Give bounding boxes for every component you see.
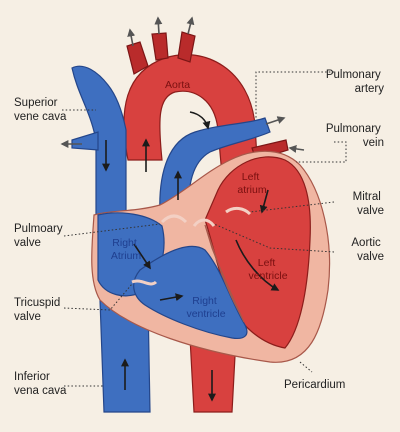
label-inferior-vena-cava: Inferior vena cava — [14, 371, 67, 397]
svc-left-branch — [71, 131, 99, 151]
leader-mitral — [249, 201, 335, 213]
leader-aortic — [213, 223, 335, 253]
out-arrow-branch-3 — [186, 16, 195, 35]
leader-tricuspid — [63, 283, 133, 311]
out-arrow-branch-1 — [127, 28, 136, 47]
label-superior-vena-cava: Superior vene cava — [14, 97, 67, 123]
label-right-ventricle: Right ventricle — [186, 295, 225, 320]
label-left-ventricle: Left ventricle — [248, 257, 287, 282]
aorta-branch-2 — [151, 32, 169, 61]
pulmonary-valve-shape — [160, 214, 188, 224]
label-left-atrium: Left atrium — [237, 171, 266, 196]
label-pulmonary-artery: Pulmonary artery — [326, 69, 384, 95]
label-aorta: Aorta — [165, 79, 190, 91]
label-mitral-valve: Mitral valve — [353, 191, 384, 217]
flow-arrow-rv — [159, 293, 184, 302]
leader-pulmonary-valve — [63, 223, 161, 237]
superior-vena-cava — [71, 65, 127, 221]
label-tricuspid-valve: Tricuspid valve — [14, 297, 63, 323]
label-pulmonary-valve: Pulmoary valve — [14, 223, 66, 249]
tricuspid-valve-shape — [131, 279, 158, 286]
out-arrow-pa — [265, 116, 286, 125]
aortic-valve-shape — [192, 218, 216, 227]
leader-pericardium — [299, 361, 313, 373]
label-aortic-valve: Aortic valve — [351, 237, 384, 263]
aorta-branch-1 — [126, 41, 149, 75]
aorta-branch-3 — [177, 31, 196, 63]
in-arrow-pv — [288, 144, 305, 153]
mitral-valve-shape — [225, 206, 252, 216]
leader-pulmonary-vein — [296, 141, 347, 163]
flow-arrow-ra — [133, 243, 151, 270]
septum — [204, 224, 245, 323]
flow-arrow-lv — [235, 239, 280, 291]
label-pericardium: Pericardium — [284, 379, 345, 391]
label-right-atrium: Right Atrium — [111, 237, 142, 262]
out-arrow-branch-2 — [154, 16, 163, 35]
flow-arrow-aorta — [189, 111, 211, 130]
right-ventricle — [133, 245, 248, 340]
leader-pulmonary-artery — [255, 71, 334, 118]
flow-arrow-la — [259, 189, 269, 214]
label-pulmonary-vein: Pulmonary vein — [326, 123, 384, 149]
